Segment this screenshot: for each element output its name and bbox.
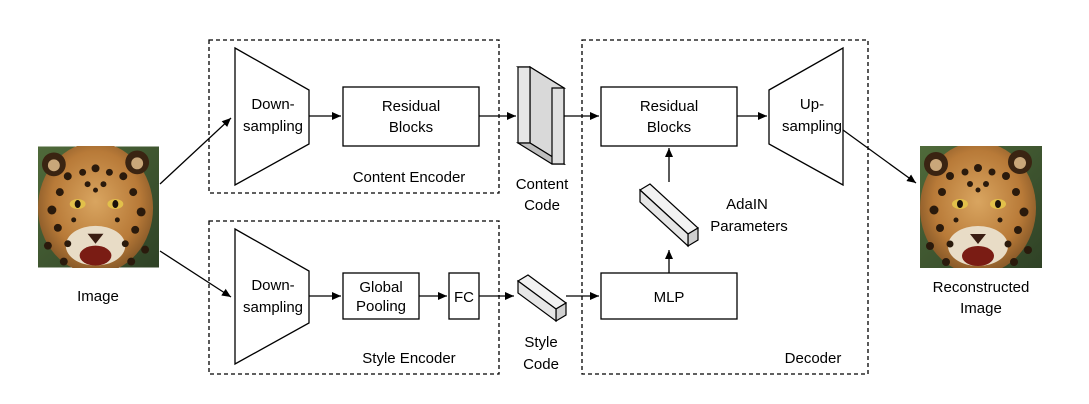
- decoder-residual-blocks: [600, 86, 738, 147]
- reconstructed-label-line1: Reconstructed: [933, 279, 1030, 296]
- style-downsampling-line1: Down-: [251, 277, 294, 294]
- content-encoder-label: Content Encoder: [353, 169, 466, 186]
- style-downsampling-line2: sampling: [243, 299, 303, 316]
- content-residual-line1: Residual: [382, 98, 440, 115]
- upsampling-line1: Up-: [800, 96, 824, 113]
- style-code-line2: Code: [523, 356, 559, 373]
- arrow-image-to-style-encoder: [159, 250, 232, 298]
- content-downsampling-line1: Down-: [251, 96, 294, 113]
- global-pooling-line2: Pooling: [356, 298, 406, 315]
- style-code-tensor: [516, 274, 568, 323]
- input-image-label: Image: [77, 288, 119, 305]
- adain-line1: AdaIN: [726, 196, 768, 213]
- style-encoder-label: Style Encoder: [362, 350, 455, 367]
- content-residual-blocks: [342, 86, 480, 147]
- decoder-residual-line2: Blocks: [647, 119, 691, 136]
- content-code-line2: Code: [524, 197, 560, 214]
- style-encoder-box: [208, 220, 500, 375]
- adain-line2: Parameters: [710, 218, 788, 235]
- mlp-block: [600, 272, 738, 320]
- decoder-box: [581, 39, 869, 375]
- reconstructed-label-line2: Image: [960, 300, 1002, 317]
- fc-block: [448, 272, 480, 320]
- upsampling-block: [768, 46, 844, 187]
- style-code-line1: Style: [524, 334, 557, 351]
- mlp-label: MLP: [654, 289, 685, 306]
- content-code-line1: Content: [516, 176, 569, 193]
- fc-label: FC: [454, 289, 474, 306]
- content-downsampling-line2: sampling: [243, 118, 303, 135]
- reconstructed-image: [920, 146, 1042, 268]
- style-downsampling-block: [234, 227, 310, 366]
- adain-parameters-tensor: [639, 183, 699, 248]
- decoder-residual-line1: Residual: [640, 98, 698, 115]
- arrow-upsampling-to-output: [842, 129, 917, 184]
- content-residual-line2: Blocks: [389, 119, 433, 136]
- content-code-tensor: [515, 65, 567, 166]
- decoder-label: Decoder: [785, 350, 842, 367]
- input-image: [38, 146, 159, 268]
- content-downsampling-block: [234, 46, 310, 187]
- global-pooling-line1: Global: [359, 279, 402, 296]
- upsampling-line2: sampling: [782, 118, 842, 135]
- arrow-image-to-content-encoder: [159, 117, 232, 185]
